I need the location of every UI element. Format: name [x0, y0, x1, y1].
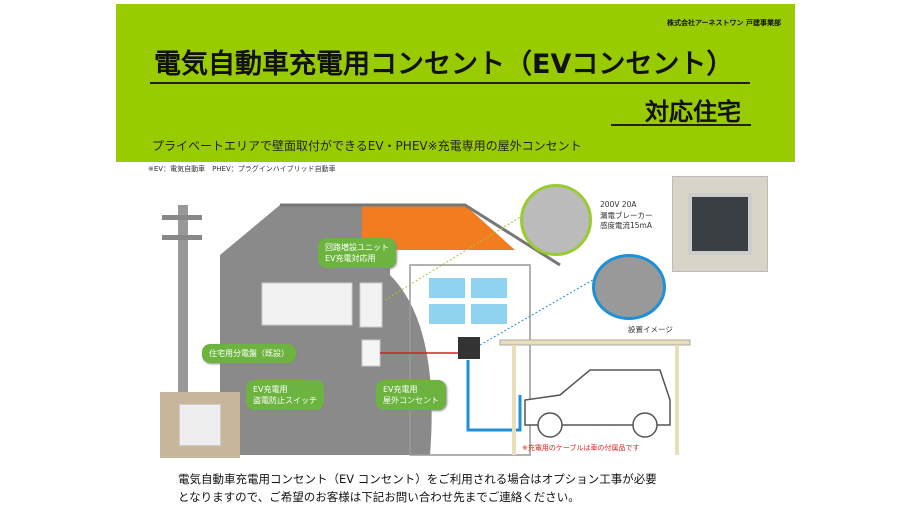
company-name: 株式会社アーネストワン 戸建事業部 [666, 19, 781, 27]
page-title: 電気自動車充電用コンセント（EVコンセント） [154, 49, 734, 80]
footer-text: 電気自動車充電用コンセント（EV コンセント）をご利用される場合はオプション工事… [178, 470, 657, 507]
switch-photo [160, 392, 240, 458]
outdoor-outlet [458, 337, 480, 359]
label-line: 回路増設ユニット [325, 243, 389, 252]
breaker-photo [520, 184, 592, 256]
footer-line: 電気自動車充電用コンセント（EV コンセント）をご利用される場合はオプション工事… [178, 472, 657, 486]
car [524, 369, 671, 426]
label-circuit-unit: 回路増設ユニット EV充電対応用 [318, 238, 396, 269]
roof [362, 205, 515, 250]
subtitle-underline [611, 124, 751, 126]
label-line: 盗電防止スイッチ [253, 396, 317, 406]
charging-cable [466, 360, 522, 432]
label-line: EV充電用 [253, 385, 288, 394]
utility-pole [178, 205, 188, 395]
windows [427, 276, 509, 326]
label-line: EV充電用 [383, 385, 418, 394]
house-exterior [409, 264, 531, 456]
tagline: プライベートエリアで壁面取付ができるEV・PHEV※充電専用の屋外コンセント [152, 139, 582, 153]
carport [499, 339, 691, 346]
title-underline [150, 82, 750, 84]
anti-theft-switch [361, 339, 381, 367]
outlet-box-photo [672, 176, 768, 272]
breaker-spec: 200V 20A 漏電ブレーカー 感度電流15mA [600, 200, 653, 232]
label-line: EV充電対応用 [325, 254, 376, 264]
cable-note: ※充電用のケーブルは車の付属品です [522, 444, 640, 452]
label-distribution-panel: 住宅用分電盤（既設） [202, 344, 296, 364]
label-line: 屋外コンセント [383, 396, 439, 406]
footer-line: となりますので、ご希望のお客様は下記お問い合わせ先までご連絡ください。 [178, 490, 580, 505]
spec-line: 200V 20A [600, 200, 637, 209]
spec-line: 漏電ブレーカー [600, 210, 653, 220]
outlet-photo [592, 254, 666, 320]
header-banner: 株式会社アーネストワン 戸建事業部 電気自動車充電用コンセント（EVコンセント）… [116, 4, 795, 162]
install-image-label: 設置イメージ [628, 325, 673, 334]
abbreviation-note: ※EV：電気自動車 PHEV：プラグインハイブリッド自動車 [148, 165, 336, 173]
page-subtitle: 対応住宅 [645, 98, 741, 126]
distribution-panel [261, 282, 353, 326]
spec-line: 感度電流15mA [600, 221, 652, 230]
label-outdoor-outlet: EV充電用 屋外コンセント [376, 380, 446, 411]
label-anti-theft-switch: EV充電用 盗電防止スイッチ [246, 380, 324, 411]
circuit-unit [359, 282, 383, 328]
